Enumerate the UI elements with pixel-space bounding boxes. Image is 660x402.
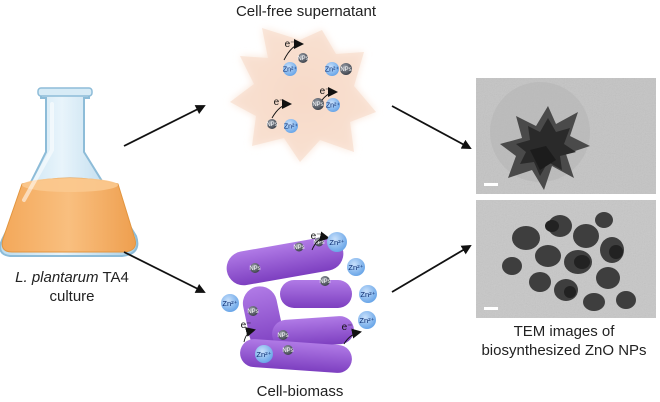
svg-text:Zn²⁺: Zn²⁺ [222,299,237,308]
bacterium-icon [280,280,352,308]
nanoparticle-icon: NPs [277,330,289,340]
supernatant-blob: e⁻ e⁻ e⁻ NPs NPs NPs NPs Zn²⁺ Zn [230,28,376,162]
zinc-ion-icon: Zn²⁺ [325,62,340,76]
supernatant-title: Cell-free supernatant [235,3,377,20]
svg-text:Zn²⁺: Zn²⁺ [348,263,363,272]
nanoparticle-icon: NPs [282,345,294,355]
scale-bar [484,307,498,310]
electron-label: e⁻ [274,97,285,108]
svg-text:Zn²⁺: Zn²⁺ [326,103,341,110]
arrow-culture-to-biomass [123,251,206,293]
zinc-ion-icon: Zn²⁺ [358,311,376,329]
zinc-ion-icon: Zn²⁺ [327,232,347,252]
svg-text:Zn²⁺: Zn²⁺ [283,67,298,74]
svg-text:NPs: NPs [293,245,304,251]
svg-text:NPs: NPs [340,67,351,73]
arrow-supernatant-to-tem [391,105,472,149]
nanoparticle-icon: NPs [297,53,309,63]
culture-species: L. plantarum [15,269,99,286]
zinc-ion-icon: Zn²⁺ [255,345,273,363]
electron-label: e⁻ [241,320,252,331]
tem-caption-line1: TEM images of [513,323,615,340]
svg-text:NPs: NPs [319,279,330,285]
svg-text:NPs: NPs [249,266,260,272]
electron-label: e⁻ [320,86,331,97]
svg-text:NPs: NPs [247,309,258,315]
nanoparticle-icon: NPs [247,306,259,316]
biomass-title: Cell-biomass [256,383,344,400]
svg-text:NPs: NPs [277,333,288,339]
tem-image-spherical-nanoparticles [476,200,656,318]
nanoparticle-icon: NPs [312,98,324,110]
process-arrows [123,105,472,293]
bacterium-icon [226,236,344,286]
arrow-culture-to-supernatant [123,105,206,147]
svg-text:Zn²⁺: Zn²⁺ [359,316,374,325]
nanoparticle-icon: NPs [266,119,278,129]
svg-text:Zn²⁺: Zn²⁺ [325,67,340,74]
zinc-ion-icon: Zn²⁺ [347,258,365,276]
svg-text:Zn²⁺: Zn²⁺ [329,238,344,247]
nanoparticle-icon: NPs [293,242,305,252]
electron-label: e⁻ [285,39,296,50]
zinc-ion-icon: Zn²⁺ [284,119,299,133]
svg-text:Zn²⁺: Zn²⁺ [284,124,299,131]
svg-text:NPs: NPs [282,348,293,354]
zinc-ion-icon: Zn²⁺ [221,294,239,312]
zinc-ion-icon: Zn²⁺ [326,98,341,112]
svg-text:NPs: NPs [312,102,323,108]
nanoparticle-icon: NPs [319,276,331,286]
svg-text:NPs: NPs [266,122,277,128]
culture-word: culture [49,288,95,305]
scale-bar [484,183,498,186]
zinc-ion-icon: Zn²⁺ [359,285,377,303]
culture-label: L. plantarum TA4 culture [2,268,142,306]
svg-text:Zn²⁺: Zn²⁺ [256,350,271,359]
electron-label: e⁻ [311,231,322,242]
nanoparticle-icon: NPs [249,263,261,273]
nanoparticle-icon: NPs [340,63,352,75]
bacterium-icon [272,316,354,348]
bacteria-cluster: NPs NPs NPs NPs NPs NPs NPs e⁻ e⁻ e⁻ Zn²… [221,231,377,373]
svg-text:NPs: NPs [297,56,308,62]
arrow-biomass-to-tem [391,244,472,293]
svg-text:NPs: NPs [313,240,324,246]
tem-caption: TEM images of biosynthesized ZnO NPs [468,322,660,360]
svg-text:Zn²⁺: Zn²⁺ [360,290,375,299]
zinc-ion-icon: Zn²⁺ [283,62,298,76]
erlenmeyer-flask-icon [0,87,139,257]
electron-label: e⁻ [342,322,353,333]
tem-caption-line2: biosynthesized ZnO NPs [481,342,647,359]
tem-image-star-nanoparticle [476,78,656,194]
culture-strain: TA4 [102,269,129,286]
